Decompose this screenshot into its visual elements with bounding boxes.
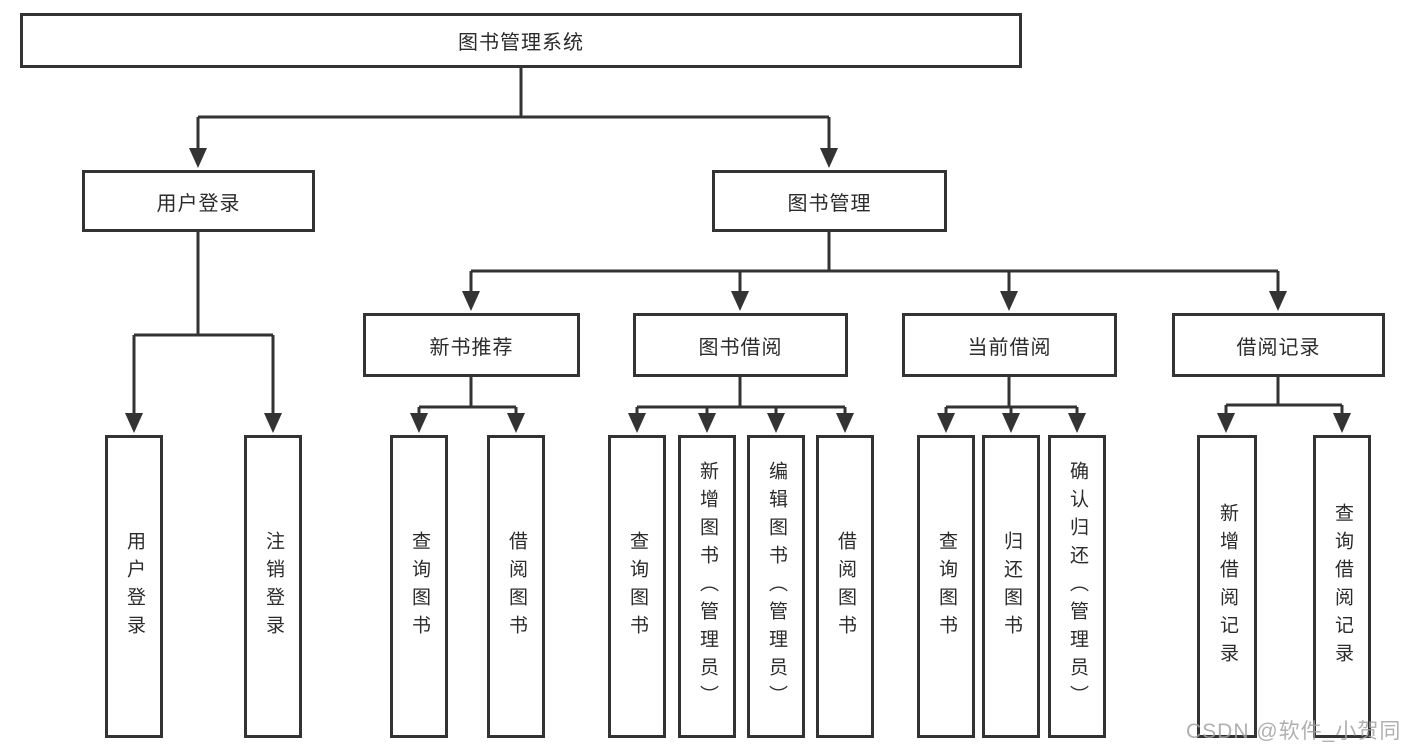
node-label: 查询图书 (409, 530, 430, 643)
arrowhead-query-books-3 (937, 413, 955, 433)
node-label: 新增图书（管理员） (697, 460, 718, 713)
node-leaf-borrow-books-recommend: 借阅图书 (487, 435, 545, 738)
arrowhead-add-books (698, 413, 716, 433)
node-new-book-recommend: 新书推荐 (363, 313, 580, 377)
arrowhead-edit-books (767, 413, 785, 433)
node-label: 用户登录 (156, 192, 241, 215)
arrowhead-borrow-books-2 (836, 413, 854, 433)
connector-book-borrowing (628, 377, 854, 433)
node-book-management-branch: 图书管理 (712, 170, 947, 232)
arrowhead-book-borrowing (731, 291, 749, 311)
connector-borrow-records (1217, 377, 1351, 433)
connector-book-borrowing-lines (635, 377, 847, 415)
arrowhead-leaf-logout (264, 413, 282, 433)
node-label: 新书推荐 (429, 336, 514, 359)
node-user-login-branch: 用户登录 (82, 170, 315, 232)
node-book-borrowing: 图书借阅 (633, 313, 848, 377)
node-leaf-confirm-return-admin: 确认归还（管理员） (1048, 435, 1106, 738)
node-leaf-logout: 注销登录 (244, 435, 302, 738)
node-library-management-system: 图书管理系统 (20, 13, 1022, 68)
arrowhead-query-books-1 (410, 413, 428, 433)
node-label: 用户登录 (124, 530, 145, 643)
arrowhead-current-borrowing (1000, 291, 1018, 311)
node-label: 借阅记录 (1236, 336, 1321, 359)
node-leaf-query-books-current: 查询图书 (917, 435, 975, 738)
node-leaf-return-books: 归还图书 (982, 435, 1040, 738)
arrowhead-book-management (820, 148, 838, 168)
node-leaf-borrow-books-borrowing: 借阅图书 (816, 435, 874, 738)
arrowhead-query-books-2 (628, 413, 646, 433)
node-label: 查询借阅记录 (1332, 502, 1353, 671)
node-label: 确认归还（管理员） (1067, 460, 1088, 713)
node-leaf-add-borrow-record: 新增借阅记录 (1197, 435, 1257, 738)
node-label: 借阅图书 (835, 530, 856, 643)
connector-borrow-records-lines (1224, 377, 1344, 415)
connector-new-books-lines (417, 377, 518, 415)
node-current-borrowing: 当前借阅 (902, 313, 1117, 377)
node-borrow-records: 借阅记录 (1172, 313, 1385, 377)
node-leaf-user-login: 用户登录 (105, 435, 163, 738)
csdn-watermark: CSDN @软件_小贺同学 (1186, 720, 1402, 743)
node-leaf-query-books-borrowing: 查询图书 (608, 435, 666, 738)
arrowhead-user-login (189, 148, 207, 168)
node-leaf-add-books-admin: 新增图书（管理员） (678, 435, 736, 738)
node-label: 编辑图书（管理员） (766, 460, 787, 713)
arrowhead-add-record (1217, 413, 1235, 433)
connector-root (189, 68, 838, 168)
node-label: 归还图书 (1001, 530, 1022, 643)
arrowhead-borrow-books-1 (507, 413, 525, 433)
connector-current-borrowing (937, 377, 1086, 433)
arrowhead-query-record (1333, 413, 1351, 433)
node-label: 借阅图书 (506, 530, 527, 643)
node-label: 图书借阅 (698, 336, 783, 359)
arrowhead-new-books (462, 291, 480, 311)
node-leaf-edit-books-admin: 编辑图书（管理员） (747, 435, 805, 738)
connector-current-borrowing-lines (944, 377, 1079, 415)
node-label: 图书管理系统 (458, 32, 584, 54)
node-label: 查询图书 (936, 530, 957, 643)
node-label: 新增借阅记录 (1217, 502, 1238, 671)
arrowhead-return-books (1002, 413, 1020, 433)
connector-login-lines (132, 232, 275, 415)
connector-management-branch (462, 232, 1287, 311)
node-leaf-query-books-recommend: 查询图书 (390, 435, 448, 738)
node-leaf-query-borrow-record: 查询借阅记录 (1313, 435, 1371, 738)
node-label: 注销登录 (263, 530, 284, 643)
node-label: 当前借阅 (967, 336, 1052, 359)
connector-root-lines (196, 68, 831, 150)
node-label: 查询图书 (627, 530, 648, 643)
arrowhead-borrow-records (1269, 291, 1287, 311)
connector-management-lines (469, 232, 1280, 293)
node-label: 图书管理 (787, 192, 872, 215)
arrowhead-leaf-user-login (125, 413, 143, 433)
connector-new-books (410, 377, 525, 433)
arrowhead-confirm-return (1068, 413, 1086, 433)
connector-login-branch (125, 232, 282, 433)
